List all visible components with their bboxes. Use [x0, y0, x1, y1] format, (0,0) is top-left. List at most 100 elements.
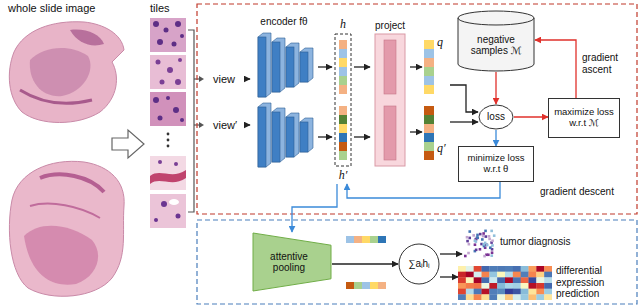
heatmap: [536, 294, 544, 300]
tissue-tile: [156, 60, 161, 65]
heatmap: [536, 266, 544, 272]
heatmap: [544, 266, 552, 272]
connector-arrow: [440, 253, 462, 254]
sum-circle: ∑aᵢhᵢ: [398, 243, 440, 285]
heatmap: [536, 272, 544, 278]
heatmap: [497, 283, 505, 289]
heatmap: [536, 289, 544, 295]
connector-arrow: [318, 136, 332, 137]
connector-arrow: [354, 66, 370, 67]
annotation-label: whole slide image: [8, 2, 95, 15]
heatmap: [521, 266, 529, 272]
encoder-layers: [272, 112, 280, 162]
tissue-tile: [167, 67, 173, 73]
scatter-icon: [491, 251, 494, 254]
tissue-tile: [175, 79, 181, 85]
heatmap: [466, 277, 474, 283]
tissue-tile: [153, 21, 159, 27]
pooled-vector: [354, 236, 362, 243]
slide-image: [70, 30, 104, 46]
scatter-icon: [476, 236, 479, 239]
hollow-arrow: [112, 130, 144, 158]
connector-arrow: [347, 182, 500, 198]
connector-arrow: [244, 78, 250, 79]
query-vector: [424, 133, 434, 142]
heatmap: [489, 272, 497, 278]
encoder-layers: [300, 118, 313, 152]
pooled-vector: [346, 236, 386, 289]
connector-arrow: [495, 72, 496, 104]
encoder-layers: [258, 107, 266, 167]
sum-circle: [399, 244, 439, 284]
node-text: q′: [437, 142, 446, 156]
pretraining-region: [197, 4, 637, 214]
scatter-icon: [491, 240, 494, 243]
process-box: maximize loss w.r.t ℳ: [548, 98, 620, 138]
encoder-layers: [286, 117, 294, 157]
query-vector: [424, 49, 434, 58]
heatmap: [544, 283, 552, 289]
query-vector: [424, 142, 434, 151]
heatmap: [505, 294, 513, 300]
heatmap: [497, 277, 505, 283]
pooled-vector: [362, 236, 370, 243]
pooled-vector: [378, 236, 386, 243]
bracket: [188, 30, 204, 212]
scatter-icon: [466, 240, 469, 243]
scatter-icon: [479, 233, 482, 236]
node-text: minimize loss w.r.t θ: [462, 153, 530, 175]
heatmap: [505, 277, 513, 283]
heatmap: [458, 277, 466, 283]
heatmap: [529, 277, 537, 283]
tissue-tile: [178, 58, 182, 62]
heatmap: [529, 289, 537, 295]
connector-arrow: [354, 136, 370, 137]
slide-image: [24, 226, 98, 285]
feature-vector: [335, 34, 351, 166]
heatmap: [521, 294, 529, 300]
node-text: attentive pooling: [256, 251, 322, 274]
connector-arrow: [332, 263, 398, 264]
scatter-icon: [476, 234, 479, 237]
tissue-tile: [167, 133, 170, 136]
scatter-icon: [468, 237, 471, 240]
heatmap: [544, 272, 552, 278]
connector-arrow: [450, 85, 478, 112]
encoder-layers: [272, 38, 285, 92]
tissue-tile: [150, 55, 186, 89]
heatmap: [466, 289, 474, 295]
heatmap: [497, 294, 505, 300]
encoder-layers: [272, 108, 285, 162]
tissue-tile: [161, 201, 167, 207]
scatter-icon: [482, 235, 485, 238]
encoder-layers: [258, 33, 271, 97]
query-vector: [424, 40, 434, 160]
scatter-icon: [483, 255, 486, 258]
connector-arrow: [495, 130, 496, 146]
heatmap: [458, 266, 552, 300]
scatter-icon: [464, 255, 467, 258]
heatmap: [474, 283, 482, 289]
attention-pooling: attentive pooling: [252, 232, 332, 292]
tissue-tile: [172, 42, 177, 47]
heatmap: [458, 283, 466, 289]
connector-arrow: [410, 131, 422, 132]
memory-bank-cylinder: [458, 11, 534, 71]
heatmap: [489, 266, 497, 272]
expression-output: differential expression prediction: [458, 264, 634, 302]
connector-arrow: [514, 116, 548, 117]
heatmap: [466, 294, 474, 300]
connector-arrow: [318, 66, 332, 67]
heatmap: [521, 277, 529, 283]
heatmap: [521, 283, 529, 289]
downstream-region: [197, 220, 637, 304]
encoder-layers: [258, 37, 266, 97]
scatter-icon: [467, 252, 470, 255]
slide-image: [30, 48, 91, 96]
tissue-tile: [173, 107, 179, 113]
scatter-icon: [491, 244, 494, 247]
scatter-icon: [490, 230, 493, 233]
heatmap: [544, 294, 552, 300]
tissue-tile: [157, 39, 163, 45]
heatmap: [497, 289, 505, 295]
